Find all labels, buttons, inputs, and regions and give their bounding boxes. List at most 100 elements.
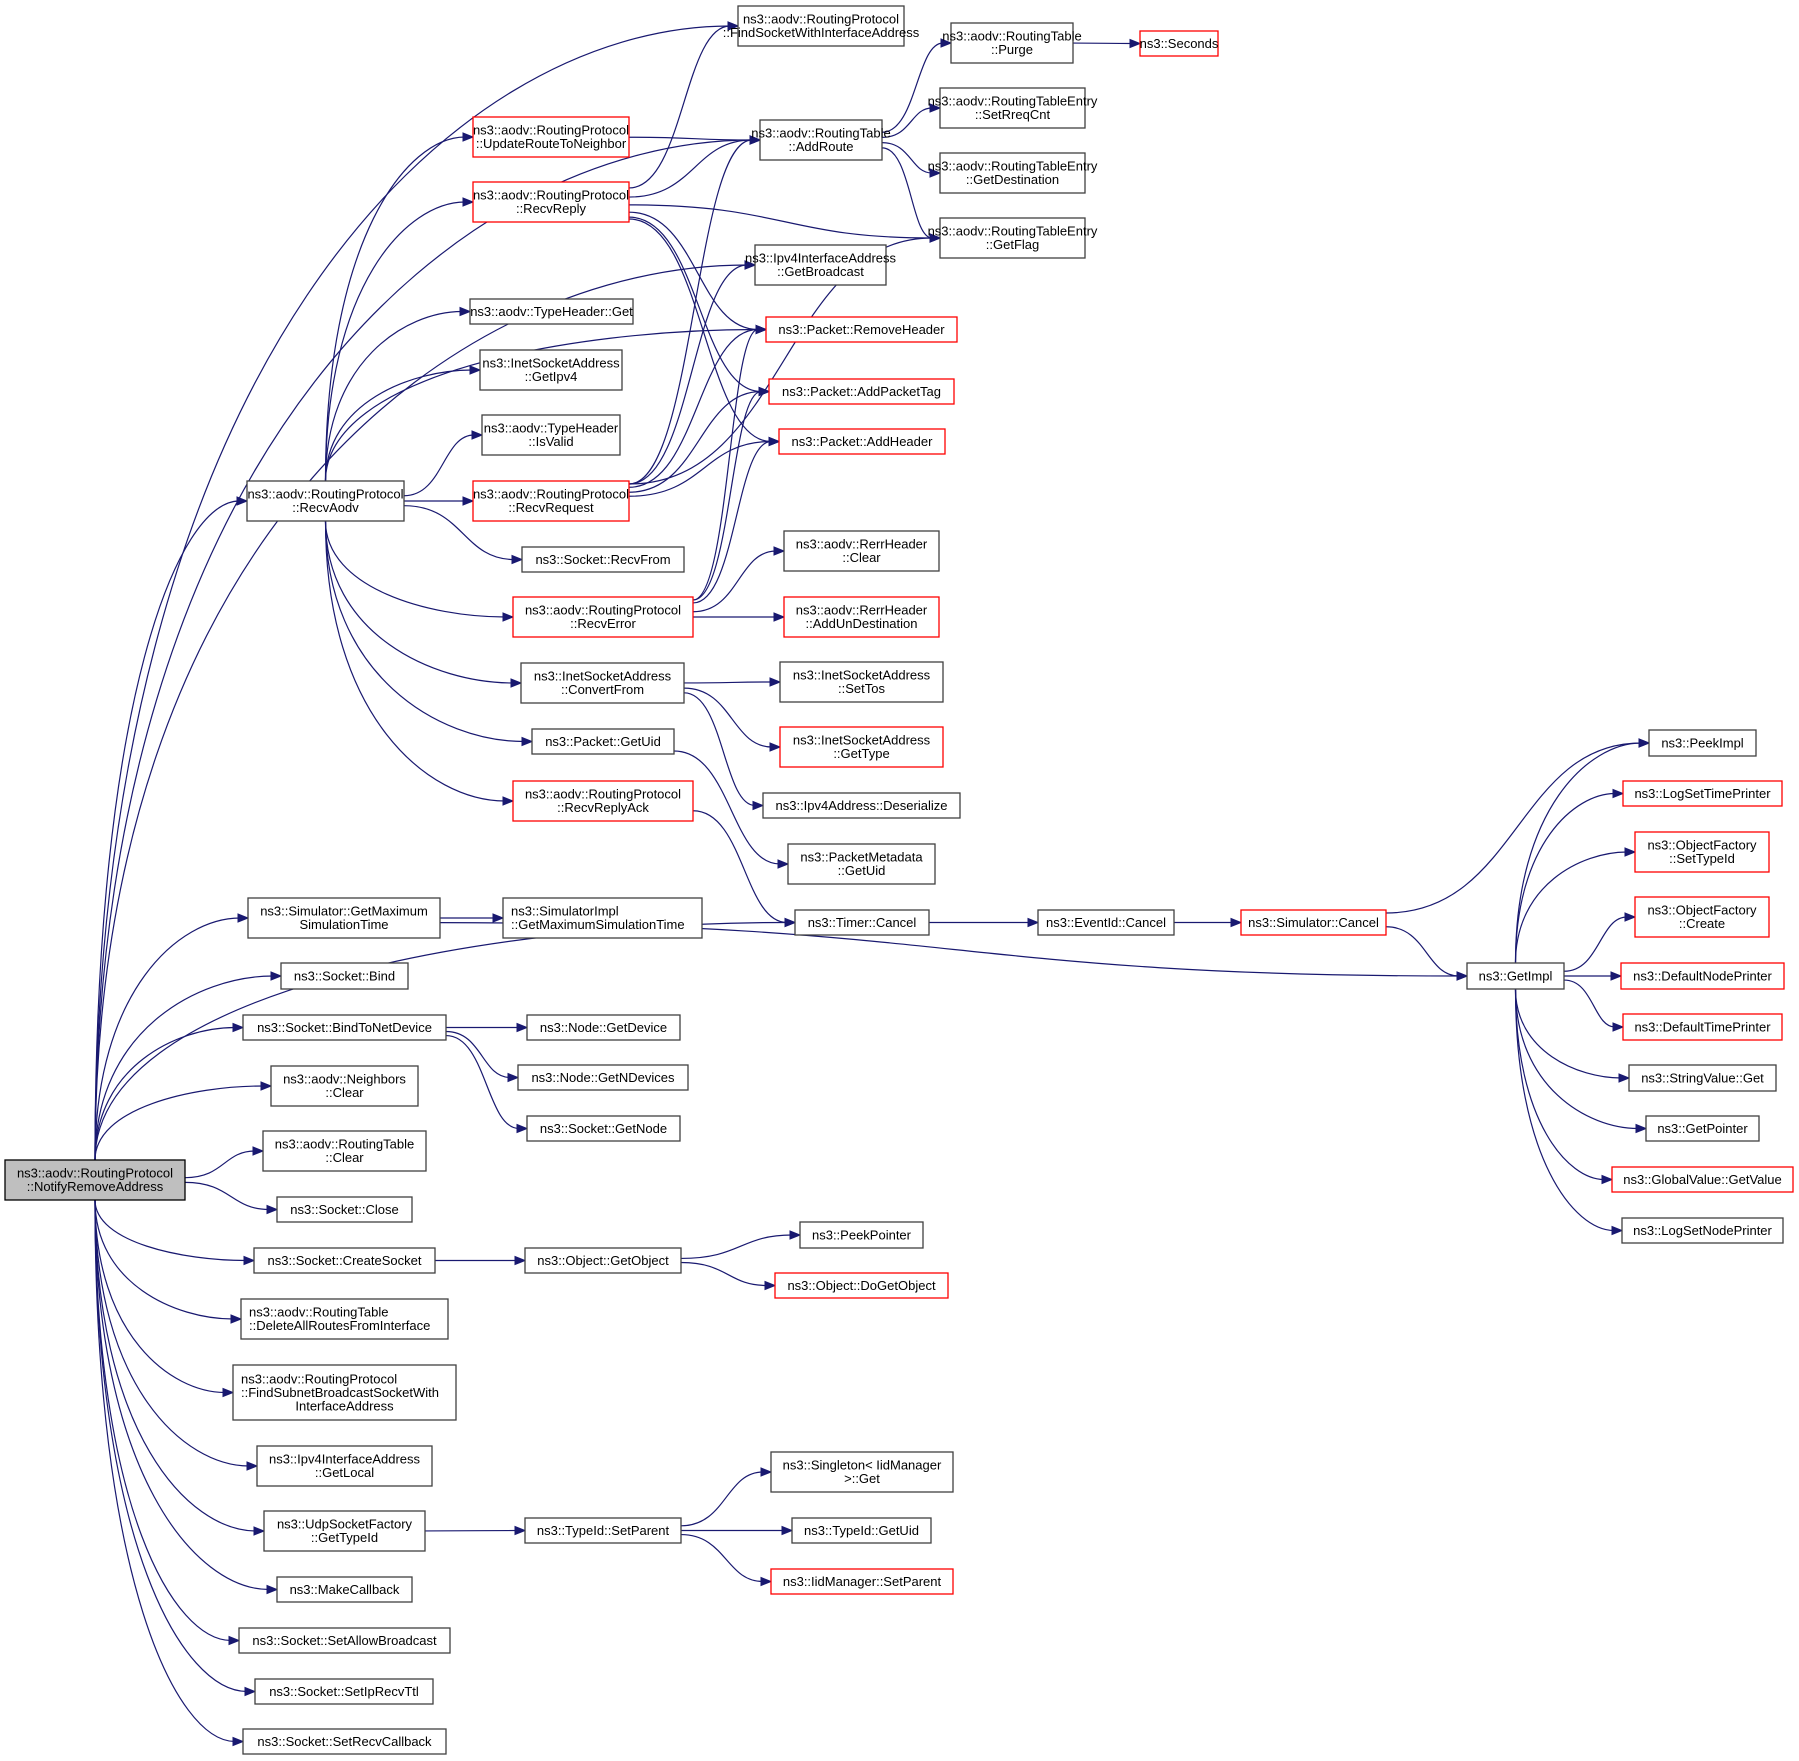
node-label: ns3::TypeId::GetUid bbox=[804, 1523, 919, 1538]
edge-recvAodv-to-typeHeaderGet bbox=[324, 310, 463, 482]
node-metaGetUid[interactable]: ns3::PacketMetadata::GetUid bbox=[787, 843, 936, 885]
node-simGetMax[interactable]: ns3::Simulator::GetMaximumSimulationTime bbox=[247, 897, 441, 939]
node-nodeGetNDevices[interactable]: ns3::Node::GetNDevices bbox=[517, 1064, 689, 1091]
node-getDestination[interactable]: ns3::aodv::RoutingTableEntry::GetDestina… bbox=[928, 152, 1098, 194]
node-recvError[interactable]: ns3::aodv::RoutingProtocol::RecvError bbox=[512, 596, 694, 638]
node-getPointer[interactable]: ns3::GetPointer bbox=[1645, 1115, 1760, 1142]
node-setIpRecvTtl[interactable]: ns3::Socket::SetIpRecvTtl bbox=[254, 1678, 434, 1705]
node-udpGetTypeId[interactable]: ns3::UdpSocketFactory::GetTypeId bbox=[263, 1510, 426, 1552]
node-defNodePrinter[interactable]: ns3::DefaultNodePrinter bbox=[1620, 962, 1785, 990]
node-rerrClear[interactable]: ns3::aodv::RerrHeader::Clear bbox=[783, 530, 940, 572]
node-getFlag[interactable]: ns3::aodv::RoutingTableEntry::GetFlag bbox=[928, 217, 1098, 259]
node-typeIdGetUid[interactable]: ns3::TypeId::GetUid bbox=[791, 1517, 932, 1544]
node-getType[interactable]: ns3::InetSocketAddress::GetType bbox=[779, 726, 944, 768]
node-socketClose[interactable]: ns3::Socket::Close bbox=[276, 1196, 413, 1223]
node-label: ns3::GetImpl bbox=[1479, 968, 1553, 983]
node-setTos[interactable]: ns3::InetSocketAddress::SetTos bbox=[779, 661, 944, 703]
node-deleteAllRoutes[interactable]: ns3::aodv::RoutingTable::DeleteAllRoutes… bbox=[240, 1298, 449, 1340]
edge-root-to-simGetMax bbox=[94, 917, 241, 1161]
node-ofCreate[interactable]: ns3::ObjectFactory::Create bbox=[1634, 896, 1770, 938]
node-box bbox=[1622, 780, 1783, 807]
node-neighborsClear[interactable]: ns3::aodv::Neighbors::Clear bbox=[270, 1065, 419, 1107]
node-stringValueGet[interactable]: ns3::StringValue::Get bbox=[1628, 1064, 1777, 1092]
node-iidSetParent[interactable]: ns3::IidManager::SetParent bbox=[770, 1568, 954, 1595]
node-recvFrom[interactable]: ns3::Socket::RecvFrom bbox=[521, 546, 685, 573]
arrowhead-icon bbox=[789, 1230, 802, 1240]
node-box bbox=[253, 1247, 436, 1274]
node-recvReply[interactable]: ns3::aodv::RoutingProtocol::RecvReply bbox=[472, 181, 630, 223]
node-socketBind[interactable]: ns3::Socket::Bind bbox=[280, 962, 409, 990]
node-setAllowBroadcast[interactable]: ns3::Socket::SetAllowBroadcast bbox=[238, 1627, 451, 1654]
node-recvReplyAck[interactable]: ns3::aodv::RoutingProtocol::RecvReplyAck bbox=[512, 780, 694, 822]
node-typeIdSetParent[interactable]: ns3::TypeId::SetParent bbox=[524, 1517, 682, 1544]
node-getImpl[interactable]: ns3::GetImpl bbox=[1466, 962, 1565, 990]
node-deserialize[interactable]: ns3::Ipv4Address::Deserialize bbox=[762, 792, 961, 819]
node-box bbox=[1240, 909, 1387, 936]
node-label: ns3::aodv::RoutingProtocol bbox=[525, 603, 681, 618]
node-peekImpl[interactable]: ns3::PeekImpl bbox=[1648, 729, 1757, 757]
edge-root-to-deleteAllRoutes bbox=[94, 1199, 234, 1320]
node-simImplGetMax[interactable]: ns3::SimulatorImpl::GetMaximumSimulation… bbox=[502, 897, 703, 939]
arrowhead-icon bbox=[744, 260, 757, 270]
node-addPacketTag[interactable]: ns3::Packet::AddPacketTag bbox=[768, 378, 955, 405]
node-findSocket[interactable]: ns3::aodv::RoutingProtocol::FindSocketWi… bbox=[723, 5, 920, 47]
edge-convertFrom-to-getType bbox=[683, 687, 773, 748]
node-removeHeader[interactable]: ns3::Packet::RemoveHeader bbox=[765, 316, 958, 343]
node-box bbox=[242, 1728, 447, 1755]
node-timerCancel[interactable]: ns3::Timer::Cancel bbox=[794, 909, 930, 936]
arrowhead-icon bbox=[228, 1635, 241, 1646]
node-label: ns3::aodv::RoutingProtocol bbox=[473, 123, 629, 138]
node-packetGetUid[interactable]: ns3::Packet::GetUid bbox=[531, 728, 675, 755]
node-singletonGet[interactable]: ns3::Singleton< IidManager>::Get bbox=[770, 1451, 954, 1493]
node-seconds[interactable]: ns3::Seconds bbox=[1139, 30, 1219, 57]
node-addHeader[interactable]: ns3::Packet::AddHeader bbox=[778, 428, 946, 455]
node-logSetTime[interactable]: ns3::LogSetTimePrinter bbox=[1622, 780, 1783, 807]
node-label: ns3::Simulator::Cancel bbox=[1248, 915, 1379, 930]
node-addUnDest[interactable]: ns3::aodv::RerrHeader::AddUnDestination bbox=[783, 596, 940, 638]
node-createSocket[interactable]: ns3::Socket::CreateSocket bbox=[253, 1247, 436, 1274]
node-box bbox=[238, 1627, 451, 1654]
node-box bbox=[799, 1221, 924, 1249]
node-rtClear[interactable]: ns3::aodv::RoutingTable::Clear bbox=[262, 1130, 427, 1172]
node-doGetObject[interactable]: ns3::Object::DoGetObject bbox=[774, 1272, 949, 1299]
node-defTimePrinter[interactable]: ns3::DefaultTimePrinter bbox=[1622, 1013, 1783, 1041]
node-bindToNetDevice[interactable]: ns3::Socket::BindToNetDevice bbox=[242, 1014, 447, 1041]
node-label: ns3::DefaultNodePrinter bbox=[1633, 968, 1772, 983]
node-typeHeaderGet[interactable]: ns3::aodv::TypeHeader::Get bbox=[469, 298, 634, 325]
node-convertFrom[interactable]: ns3::InetSocketAddress::ConvertFrom bbox=[520, 662, 685, 704]
node-updateRoute[interactable]: ns3::aodv::RoutingProtocol::UpdateRouteT… bbox=[472, 116, 630, 158]
node-ofSetTypeId[interactable]: ns3::ObjectFactory::SetTypeId bbox=[1634, 831, 1770, 873]
node-setRreqCnt[interactable]: ns3::aodv::RoutingTableEntry::SetRreqCnt bbox=[928, 87, 1098, 129]
node-eventCancel[interactable]: ns3::EventId::Cancel bbox=[1037, 909, 1175, 936]
edge-root-to-createSocket bbox=[94, 1199, 247, 1262]
arrowhead-icon bbox=[929, 233, 942, 243]
node-globalGetValue[interactable]: ns3::GlobalValue::GetValue bbox=[1611, 1166, 1794, 1193]
node-makeCallback[interactable]: ns3::MakeCallback bbox=[276, 1576, 413, 1603]
node-findSubnet[interactable]: ns3::aodv::RoutingProtocol::FindSubnetBr… bbox=[232, 1364, 457, 1421]
node-setRecvCallback[interactable]: ns3::Socket::SetRecvCallback bbox=[242, 1728, 447, 1755]
arrowhead-icon bbox=[760, 1467, 773, 1477]
node-getBroadcast[interactable]: ns3::Ipv4InterfaceAddress::GetBroadcast bbox=[745, 244, 897, 286]
node-root[interactable]: ns3::aodv::RoutingProtocol::NotifyRemove… bbox=[4, 1159, 186, 1201]
node-simCancel[interactable]: ns3::Simulator::Cancel bbox=[1240, 909, 1387, 936]
node-getIpv4[interactable]: ns3::InetSocketAddress::GetIpv4 bbox=[479, 349, 623, 391]
node-recvAodv[interactable]: ns3::aodv::RoutingProtocol::RecvAodv bbox=[246, 480, 405, 522]
node-purge[interactable]: ns3::aodv::RoutingTable::Purge bbox=[942, 22, 1082, 64]
edge-simCancel-to-getImpl bbox=[1385, 926, 1460, 977]
node-logSetNode[interactable]: ns3::LogSetNodePrinter bbox=[1621, 1217, 1784, 1244]
node-peekPointer[interactable]: ns3::PeekPointer bbox=[799, 1221, 924, 1249]
node-getObject[interactable]: ns3::Object::GetObject bbox=[524, 1247, 682, 1274]
node-socketGetNode[interactable]: ns3::Socket::GetNode bbox=[526, 1115, 681, 1142]
node-getLocal[interactable]: ns3::Ipv4InterfaceAddress::GetLocal bbox=[256, 1445, 433, 1487]
node-box bbox=[524, 1517, 682, 1544]
node-isValid[interactable]: ns3::aodv::TypeHeader::IsValid bbox=[481, 414, 621, 456]
node-box bbox=[502, 897, 703, 939]
edge-getImpl-to-getPointer bbox=[1514, 988, 1639, 1130]
arrowhead-icon bbox=[1624, 912, 1637, 922]
node-box bbox=[1037, 909, 1175, 936]
node-label: >::Get bbox=[844, 1471, 880, 1486]
node-recvRequest[interactable]: ns3::aodv::RoutingProtocol::RecvRequest bbox=[472, 480, 630, 522]
node-label: ::AddRoute bbox=[788, 139, 853, 154]
node-nodeGetDevice[interactable]: ns3::Node::GetDevice bbox=[526, 1014, 681, 1041]
node-addRoute[interactable]: ns3::aodv::RoutingTable::AddRoute bbox=[751, 119, 891, 161]
